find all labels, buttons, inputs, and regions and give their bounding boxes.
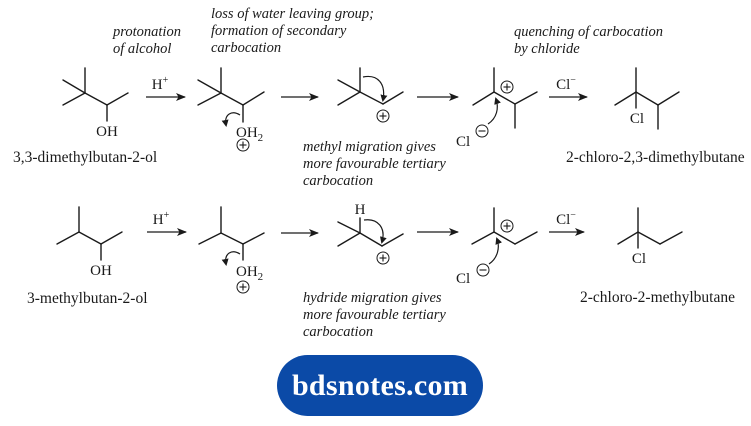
note-methyl-migration-line2: more favourable tertiary (303, 156, 446, 172)
note-methyl-migration-line1: methyl migration gives (303, 139, 436, 155)
curly-arrow-icon (487, 97, 501, 125)
note-quenching-line1: quenching of carbocation (514, 24, 663, 40)
note-protonation-line1: protonation (112, 24, 181, 40)
chloro-label: Cl (632, 251, 646, 267)
hydroxyl-label: OH (90, 263, 112, 279)
oxonium-label: OH2 (236, 125, 263, 144)
curly-arrow-icon (363, 219, 387, 244)
molecule-protonated-alcohol: OH2 (198, 206, 265, 294)
note-loss-water-line3: carbocation (211, 40, 281, 56)
molecule-protonated-alcohol: OH2 (197, 67, 265, 152)
note-loss-water-line1: loss of water leaving group; (211, 6, 374, 22)
plus-charge-icon (236, 280, 250, 294)
curly-arrow-icon (221, 251, 241, 266)
name-2-chloro-2-methylbutane: 2-chloro-2-methylbutane (580, 289, 735, 306)
plus-charge-icon (500, 219, 514, 233)
plus-charge-icon (376, 109, 390, 123)
curly-arrow-icon (221, 112, 241, 127)
plus-charge-icon (500, 80, 514, 94)
molecule-tertiary-carbocation: Cl (456, 207, 538, 287)
chloro-label: Cl (630, 111, 644, 127)
oxonium-label: OH2 (236, 264, 263, 283)
hydride-label: H (355, 202, 366, 218)
note-hydride-migration-line2: more favourable tertiary (303, 307, 446, 323)
note-quenching-line2: by chloride (514, 41, 580, 57)
chloride-label: Cl (456, 271, 470, 287)
molecule-secondary-carbocation (337, 67, 404, 123)
minus-charge-icon (475, 124, 489, 138)
note-hydride-migration-line3: carbocation (303, 324, 373, 340)
molecule-3-methylbutan-2-ol: OH (56, 206, 123, 279)
note-methyl-migration-line3: carbocation (303, 173, 373, 189)
plus-charge-icon (376, 251, 390, 265)
molecule-2-chloro-2-3-dimethylbutane: Cl (614, 67, 680, 130)
reagent-chloride: Cl− (556, 75, 576, 93)
note-loss-water-line2: formation of secondary (211, 23, 347, 39)
plus-charge-icon (236, 138, 250, 152)
molecule-secondary-carbocation: H (337, 202, 404, 265)
molecule-2-chloro-2-methylbutane: Cl (617, 207, 683, 267)
reagent-proton: H+ (152, 75, 169, 93)
molecule-tertiary-carbocation: Cl (456, 67, 538, 150)
reagent-proton: H+ (153, 210, 170, 228)
molecule-3-3-dimethylbutan-2-ol: OH (62, 67, 129, 140)
chloride-label: Cl (456, 134, 470, 150)
name-3-methylbutan-2-ol: 3-methylbutan-2-ol (27, 290, 148, 307)
curly-arrow-icon (362, 75, 388, 102)
reagent-chloride: Cl− (556, 210, 576, 228)
name-3-3-dimethylbutan-2-ol: 3,3-dimethylbutan-2-ol (13, 149, 157, 166)
hydroxyl-label: OH (96, 124, 118, 140)
name-2-chloro-2-3-dimethylbutane: 2-chloro-2,3-dimethylbutane (566, 149, 745, 166)
watermark-badge: bdsnotes.com (277, 355, 483, 416)
watermark-text: bdsnotes.com (291, 368, 469, 402)
note-hydride-migration-line1: hydride migration gives (303, 290, 442, 306)
minus-charge-icon (476, 263, 490, 277)
note-protonation-line2: of alcohol (113, 41, 171, 57)
curly-arrow-icon (488, 237, 503, 265)
